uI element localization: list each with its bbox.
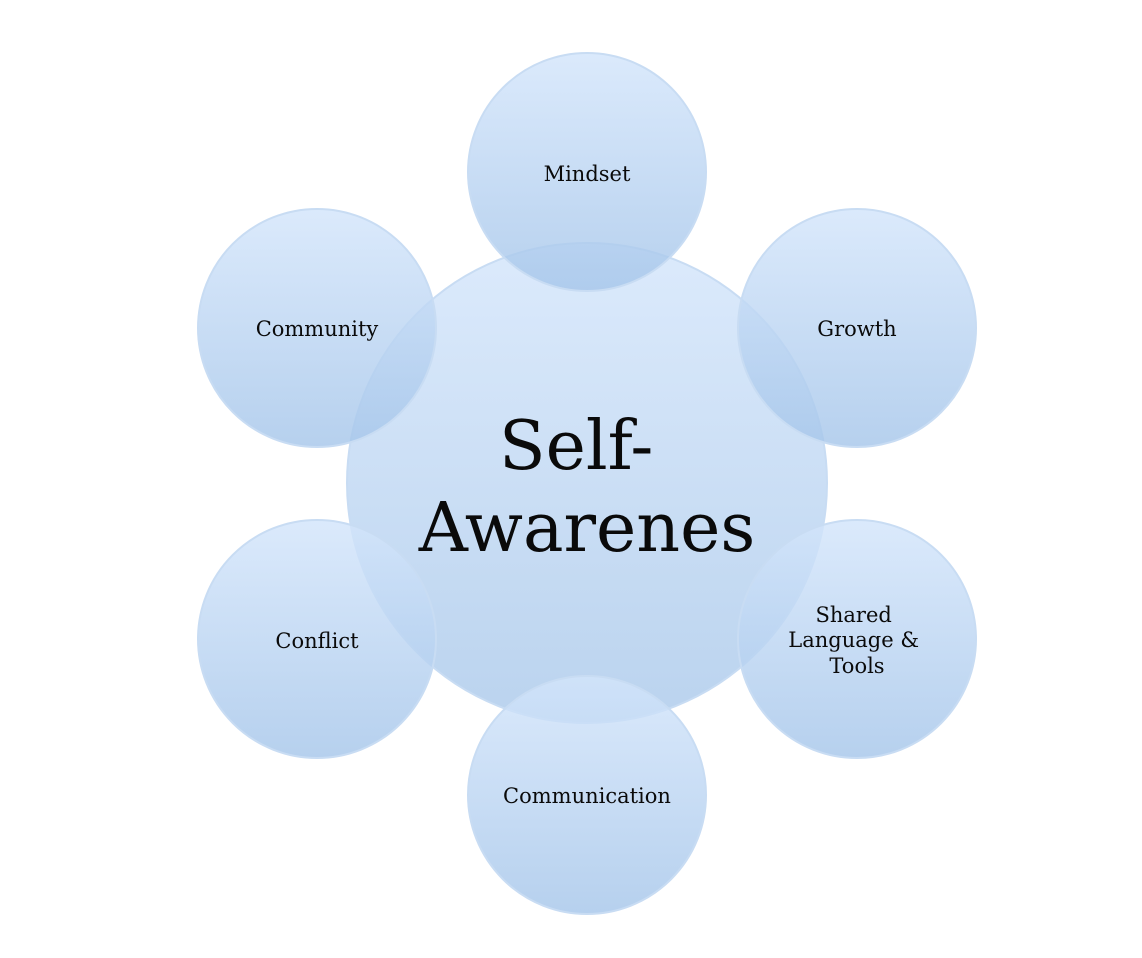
satellite-community: [197, 208, 437, 448]
community-label-line-1: Community: [256, 317, 379, 341]
growth-label: Growth: [817, 317, 896, 341]
community-circle: [197, 208, 437, 448]
communication-circle: [467, 675, 707, 915]
shared-language-tools-label: Shared Language & Tools: [788, 603, 925, 678]
conflict-label: Conflict: [275, 629, 359, 653]
mindset-circle: [467, 52, 707, 292]
center-label-line-1: Self-: [499, 407, 653, 486]
satellite-communication: [467, 675, 707, 915]
shared-language-tools-label-line-1: Shared: [815, 603, 891, 627]
satellite-mindset: [467, 52, 707, 292]
community-label: Community: [256, 317, 379, 341]
shared-language-tools-label-line-3: Tools: [829, 654, 884, 678]
communication-label: Communication: [503, 784, 671, 808]
center-label: Self- Awarenes: [418, 407, 755, 568]
shared-language-tools-label-line-2: Language &: [788, 628, 919, 652]
mindset-label-line-1: Mindset: [544, 162, 631, 186]
growth-label-line-1: Growth: [817, 317, 896, 341]
communication-label-line-1: Communication: [503, 784, 671, 808]
growth-circle: [737, 208, 977, 448]
shared-language-tools-circle: [737, 519, 977, 759]
center-label-line-2: Awarenes: [418, 489, 755, 568]
satellite-shared-language-tools: [737, 519, 977, 759]
mindset-label: Mindset: [544, 162, 631, 186]
satellite-growth: [737, 208, 977, 448]
conflict-circle: [197, 519, 437, 759]
satellite-conflict: [197, 519, 437, 759]
conflict-label-line-1: Conflict: [275, 629, 359, 653]
